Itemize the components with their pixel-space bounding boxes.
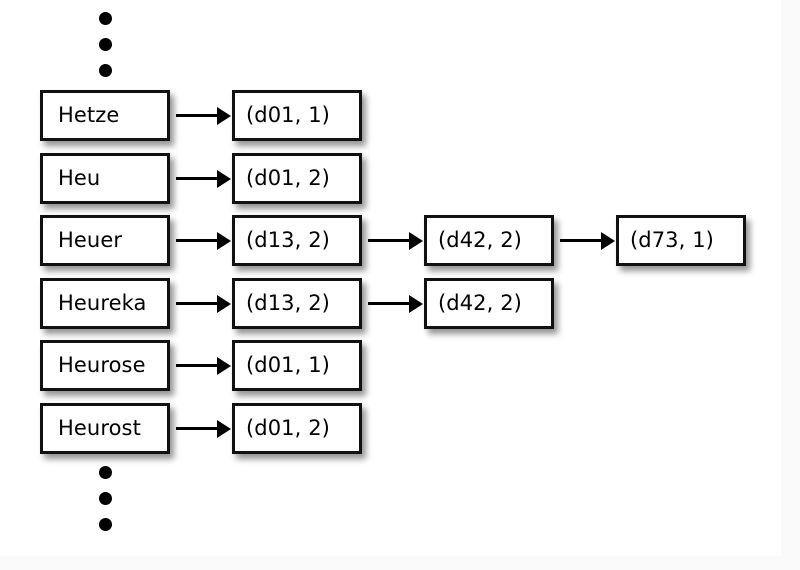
ellipsis-dot-top-2 bbox=[99, 38, 112, 51]
ellipsis-dot-bottom-1 bbox=[99, 466, 112, 479]
posting-box-1-1[interactable]: (d01, 1) bbox=[232, 90, 362, 141]
posting-box-1-6[interactable]: (d01, 2) bbox=[232, 403, 362, 454]
term-box-heurost[interactable]: Heurost bbox=[40, 403, 170, 454]
ellipsis-dot-bottom-2 bbox=[99, 492, 112, 505]
posting-box-1-2[interactable]: (d01, 2) bbox=[232, 153, 362, 204]
ellipsis-dot-top-3 bbox=[99, 64, 112, 77]
term-box-hetze[interactable]: Hetze bbox=[40, 90, 170, 141]
term-box-heurose[interactable]: Heurose bbox=[40, 340, 170, 391]
posting-box-2-1[interactable]: (d42, 2) bbox=[424, 215, 554, 266]
arrow-heurose-to-posting bbox=[176, 364, 218, 367]
posting-box-1-5[interactable]: (d01, 1) bbox=[232, 340, 362, 391]
arrow-heureka-to-posting bbox=[176, 302, 218, 305]
posting-box-1-3[interactable]: (d13, 2) bbox=[232, 215, 362, 266]
ellipsis-dot-top-1 bbox=[99, 12, 112, 25]
arrow-hetze-to-posting bbox=[176, 114, 218, 117]
arrow-posting-2-1-to-3-1 bbox=[560, 239, 602, 242]
arrow-posting-1-3-to-2-1 bbox=[368, 239, 410, 242]
arrow-heuer-to-posting bbox=[176, 239, 218, 242]
arrow-posting-1-4-to-2-2 bbox=[368, 302, 410, 305]
posting-box-2-2[interactable]: (d42, 2) bbox=[424, 278, 554, 329]
term-box-heuer[interactable]: Heuer bbox=[40, 215, 170, 266]
posting-box-3-1[interactable]: (d73, 1) bbox=[616, 215, 746, 266]
arrow-heu-to-posting bbox=[176, 177, 218, 180]
term-box-heu[interactable]: Heu bbox=[40, 153, 170, 204]
term-box-heureka[interactable]: Heureka bbox=[40, 278, 170, 329]
arrow-heurost-to-posting bbox=[176, 427, 218, 430]
posting-box-1-4[interactable]: (d13, 2) bbox=[232, 278, 362, 329]
ellipsis-dot-bottom-3 bbox=[99, 518, 112, 531]
